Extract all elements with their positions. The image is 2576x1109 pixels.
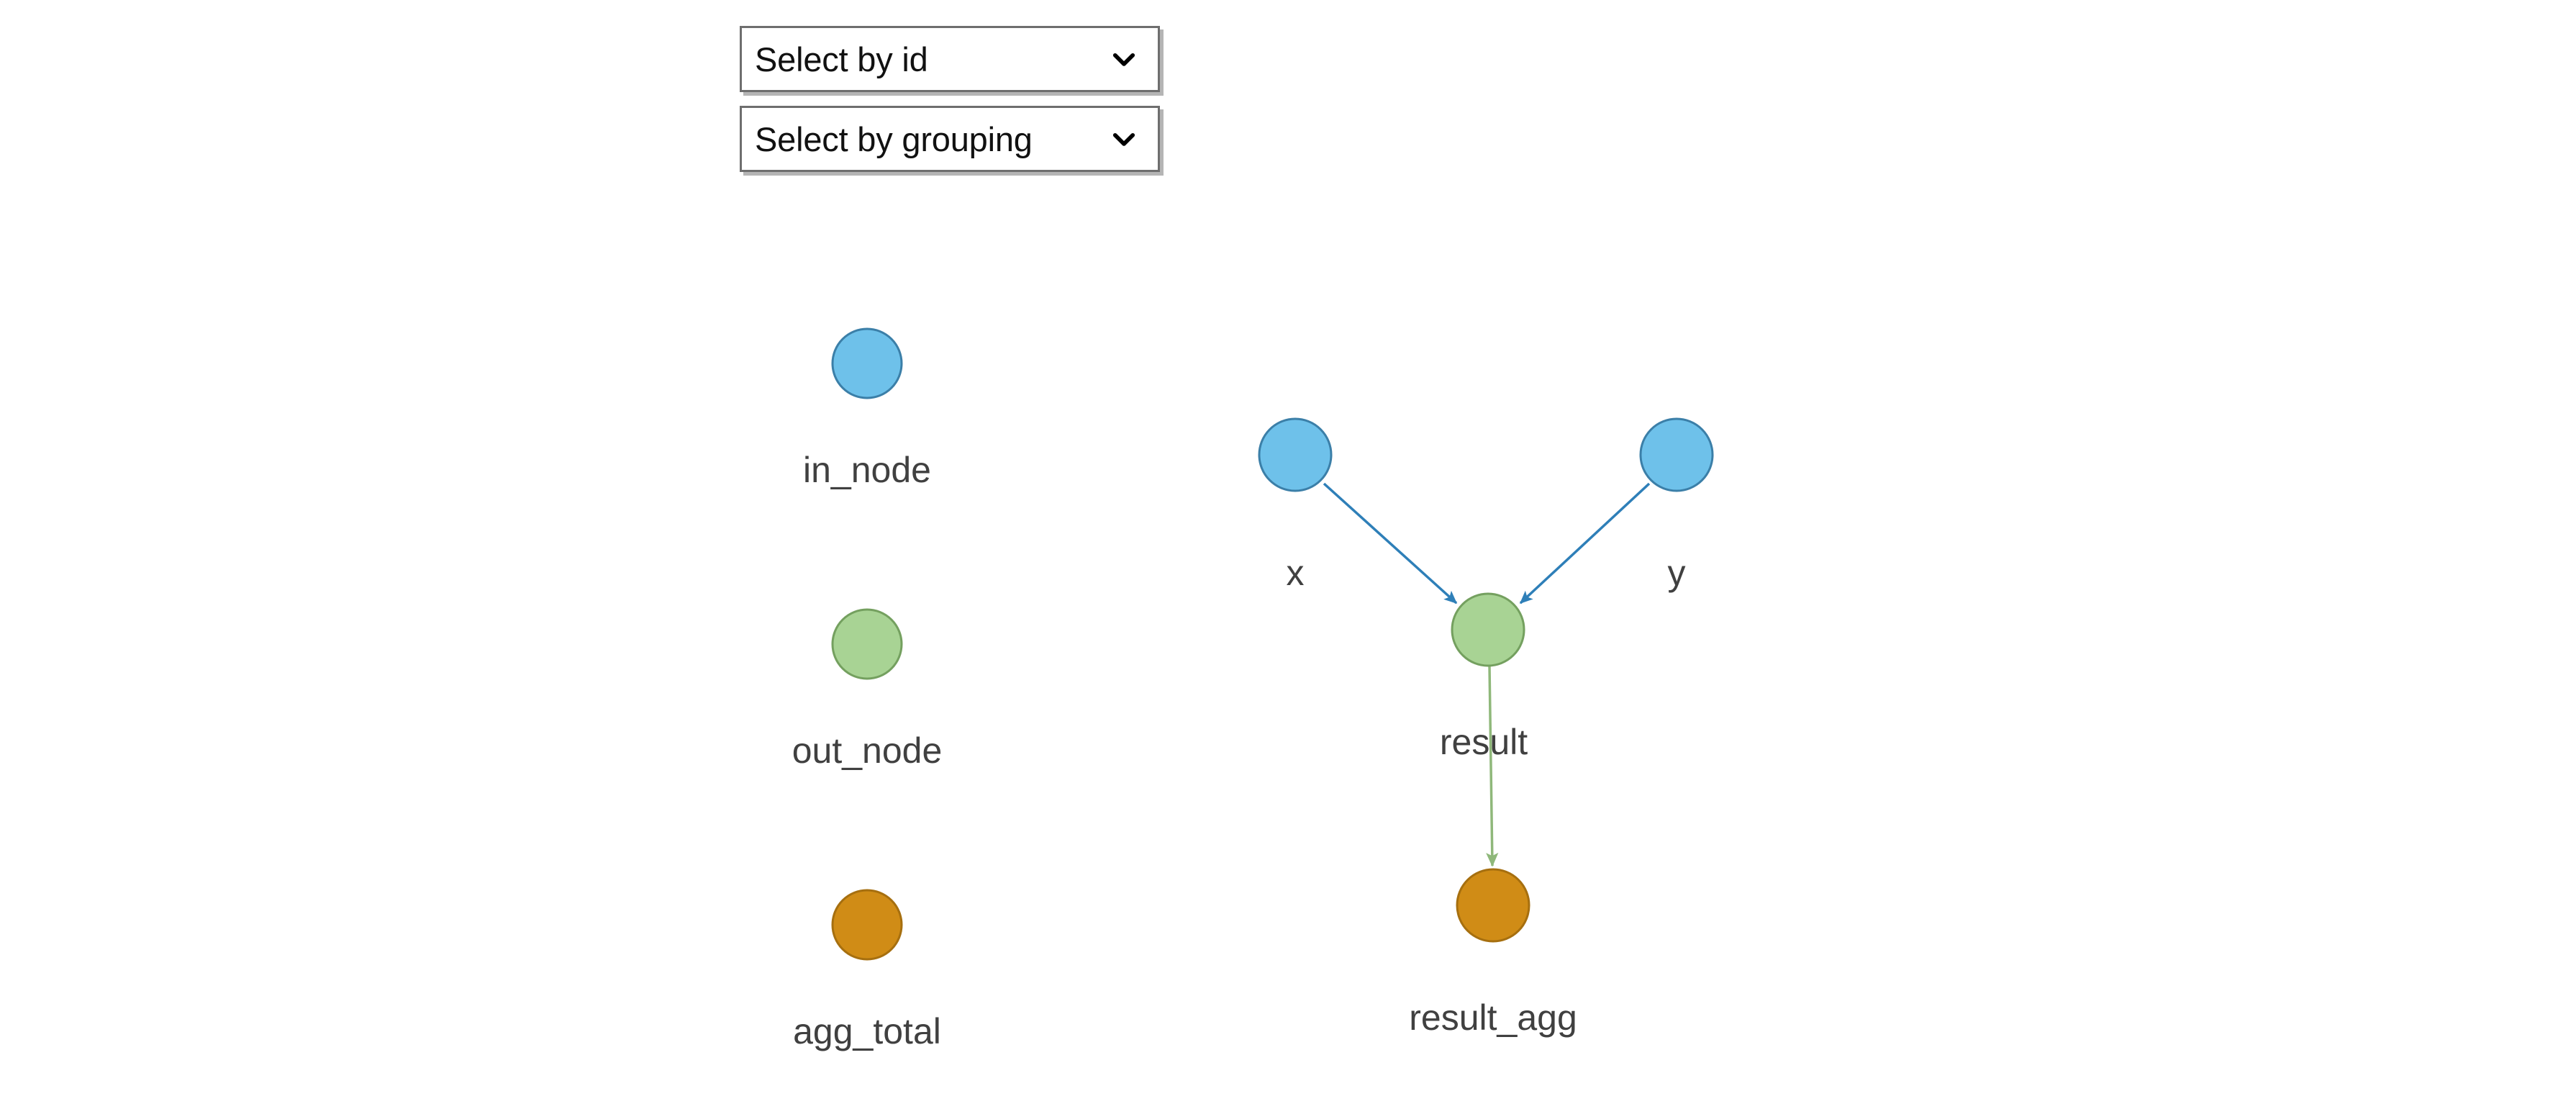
- node-circle-result-agg[interactable]: [1456, 868, 1530, 943]
- node-circle-result[interactable]: [1451, 592, 1525, 667]
- select-by-grouping-value: Select by grouping: [755, 119, 1033, 158]
- legend-label-out-node: out_node: [792, 730, 943, 771]
- node-label-y: y: [1668, 553, 1686, 593]
- node-label-result-agg: result_agg: [1409, 997, 1577, 1038]
- graph-labels: x y result result_agg: [1287, 553, 1686, 1038]
- controls-panel: Select by id Select by grouping: [740, 26, 1160, 172]
- graph-node-y[interactable]: [1639, 417, 1714, 492]
- select-by-id[interactable]: Select by id: [740, 26, 1160, 92]
- edge-y-to-result[interactable]: [1519, 482, 1651, 605]
- select-by-grouping[interactable]: Select by grouping: [740, 106, 1160, 172]
- edge-result-to-result-agg[interactable]: [1486, 666, 1499, 867]
- legend-swatch-in-node[interactable]: [831, 327, 903, 399]
- chevron-down-icon[interactable]: [1109, 44, 1139, 74]
- legend-swatch-out-node[interactable]: [831, 608, 903, 680]
- graph-nodes: [1258, 417, 1714, 943]
- legend-item-agg-total[interactable]: agg_total: [793, 889, 941, 1051]
- node-label-result: result: [1440, 722, 1528, 762]
- legend-item-in-node[interactable]: in_node: [803, 327, 931, 490]
- node-circle-y[interactable]: [1639, 417, 1714, 492]
- node-circle-x[interactable]: [1258, 417, 1333, 492]
- graph-node-result-agg[interactable]: [1456, 868, 1530, 943]
- legend-label-agg-total: agg_total: [793, 1011, 941, 1051]
- graph-node-result[interactable]: [1451, 592, 1525, 667]
- edge-x-to-result[interactable]: [1323, 482, 1458, 605]
- graph-node-x[interactable]: [1258, 417, 1333, 492]
- select-by-id-value: Select by id: [755, 40, 928, 78]
- legend: in_node out_node agg_total: [792, 327, 943, 1051]
- legend-item-out-node[interactable]: out_node: [792, 608, 943, 771]
- graph-edges: [1323, 482, 1651, 867]
- legend-swatch-agg-total[interactable]: [831, 889, 903, 961]
- node-label-x: x: [1287, 553, 1305, 593]
- legend-label-in-node: in_node: [803, 450, 931, 490]
- chevron-down-icon[interactable]: [1109, 124, 1139, 154]
